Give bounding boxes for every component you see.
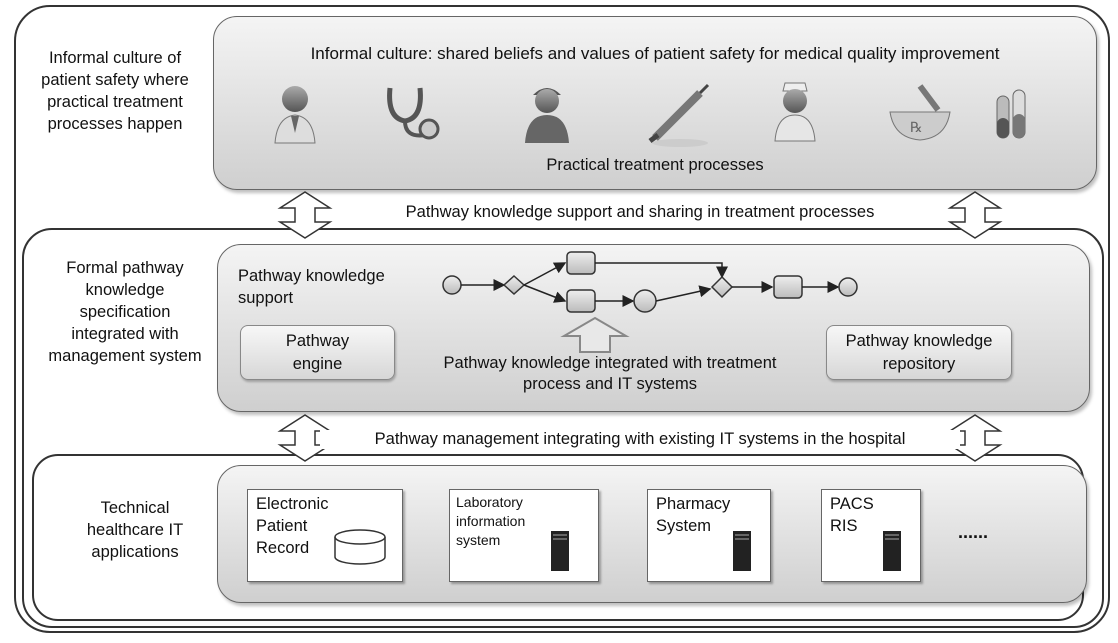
doctor-icon: [274, 86, 316, 144]
app-pacs-ris: PACS RIS: [821, 489, 921, 582]
task-box: [566, 289, 596, 313]
culture-section-label: Informal culture of patient safety where…: [20, 47, 210, 135]
database-icon: [334, 529, 386, 565]
double-arrow-right-top: [947, 191, 1003, 239]
nurse-icon: [774, 82, 816, 142]
label-line: Patient: [256, 517, 308, 535]
app-label: Electronic Patient Record: [256, 493, 328, 559]
label-line: Record: [256, 539, 310, 557]
more-apps-ellipsis: ......: [958, 522, 989, 542]
server-icon: [883, 531, 901, 571]
mortar-pestle-icon: ℞: [889, 84, 951, 141]
task-box: [773, 275, 803, 299]
integration-up-arrow: [560, 316, 630, 353]
label-line: System: [656, 517, 712, 535]
label-line: repository: [882, 354, 956, 373]
label-line: process and IT systems: [523, 375, 697, 393]
treatment-processes-label: Practical treatment processes: [546, 156, 764, 174]
it-section-label: Technical healthcare IT applications: [60, 497, 210, 563]
server-icon: [733, 531, 751, 571]
double-arrow-right-bottom: [947, 414, 1003, 462]
label-line: Pathway knowledge: [238, 267, 385, 285]
test-tubes-icon: [996, 89, 1026, 139]
label-line: Pharmacy: [656, 495, 731, 513]
merge-gateway: [710, 275, 734, 299]
start-event: [442, 275, 462, 295]
double-arrow-left-top: [277, 191, 333, 239]
label-line: Pathway knowledge: [845, 331, 993, 350]
label-line: knowledge: [85, 281, 165, 299]
label-line: Pathway: [285, 331, 350, 350]
arrow-label-bottom: Pathway management integrating with exis…: [320, 430, 960, 449]
label-line: healthcare IT: [86, 521, 184, 539]
label-line: integrated with: [71, 325, 179, 343]
pathway-repository-box: Pathway knowledge repository: [826, 325, 1012, 380]
app-label: Pharmacy System: [656, 493, 730, 537]
culture-icons: ℞: [274, 82, 1026, 147]
surgeon-icon: [525, 88, 569, 143]
stethoscope-icon: [387, 87, 440, 140]
end-event: [838, 277, 858, 297]
label-line: RIS: [830, 517, 858, 535]
syringe-icon: [648, 83, 710, 147]
label-line: Formal pathway: [66, 259, 184, 277]
culture-panel: [213, 16, 1097, 190]
label-line: Pathway knowledge integrated with treatm…: [443, 354, 777, 372]
label-line: information: [456, 513, 526, 529]
integration-label: Pathway knowledge integrated with treatm…: [405, 353, 815, 395]
process-flow-diagram: [442, 251, 858, 313]
label-line: practical treatment: [47, 93, 183, 111]
app-pharmacy-system: Pharmacy System: [647, 489, 771, 582]
label-line: Electronic: [256, 495, 329, 513]
app-electronic-patient-record: Electronic Patient Record: [247, 489, 403, 582]
intermediate-event: [633, 289, 657, 313]
pathway-engine-box: Pathway engine: [240, 325, 395, 380]
svg-text:℞: ℞: [910, 120, 923, 136]
label-line: Technical: [100, 499, 170, 517]
label-line: support: [238, 289, 294, 307]
server-icon: [551, 531, 569, 571]
label-line: system: [456, 532, 501, 548]
label-line: patient safety where: [41, 71, 189, 89]
pathway-frame: [22, 228, 1104, 628]
culture-title: Informal culture: shared beliefs and val…: [310, 44, 1000, 63]
label-line: PACS: [830, 495, 874, 513]
culture-frame: [14, 5, 1110, 633]
arrow-label-top: Pathway knowledge support and sharing in…: [405, 203, 875, 221]
split-gateway: [502, 274, 526, 296]
label-line: processes happen: [47, 115, 183, 133]
label-line: Informal culture of: [48, 49, 182, 67]
label-line: applications: [91, 543, 179, 561]
label-line: Laboratory: [456, 494, 523, 510]
label-line: engine: [292, 354, 343, 373]
pathway-section-label: Formal pathway knowledge specification i…: [30, 257, 220, 367]
app-label: Laboratory information system: [456, 493, 525, 550]
app-label: PACS RIS: [830, 493, 874, 537]
task-box: [566, 251, 596, 275]
label-line: specification: [79, 303, 171, 321]
label-line: management system: [48, 347, 202, 365]
pathway-support-label: Pathway knowledge support: [238, 265, 385, 309]
app-laboratory-information-system: Laboratory information system: [449, 489, 599, 582]
